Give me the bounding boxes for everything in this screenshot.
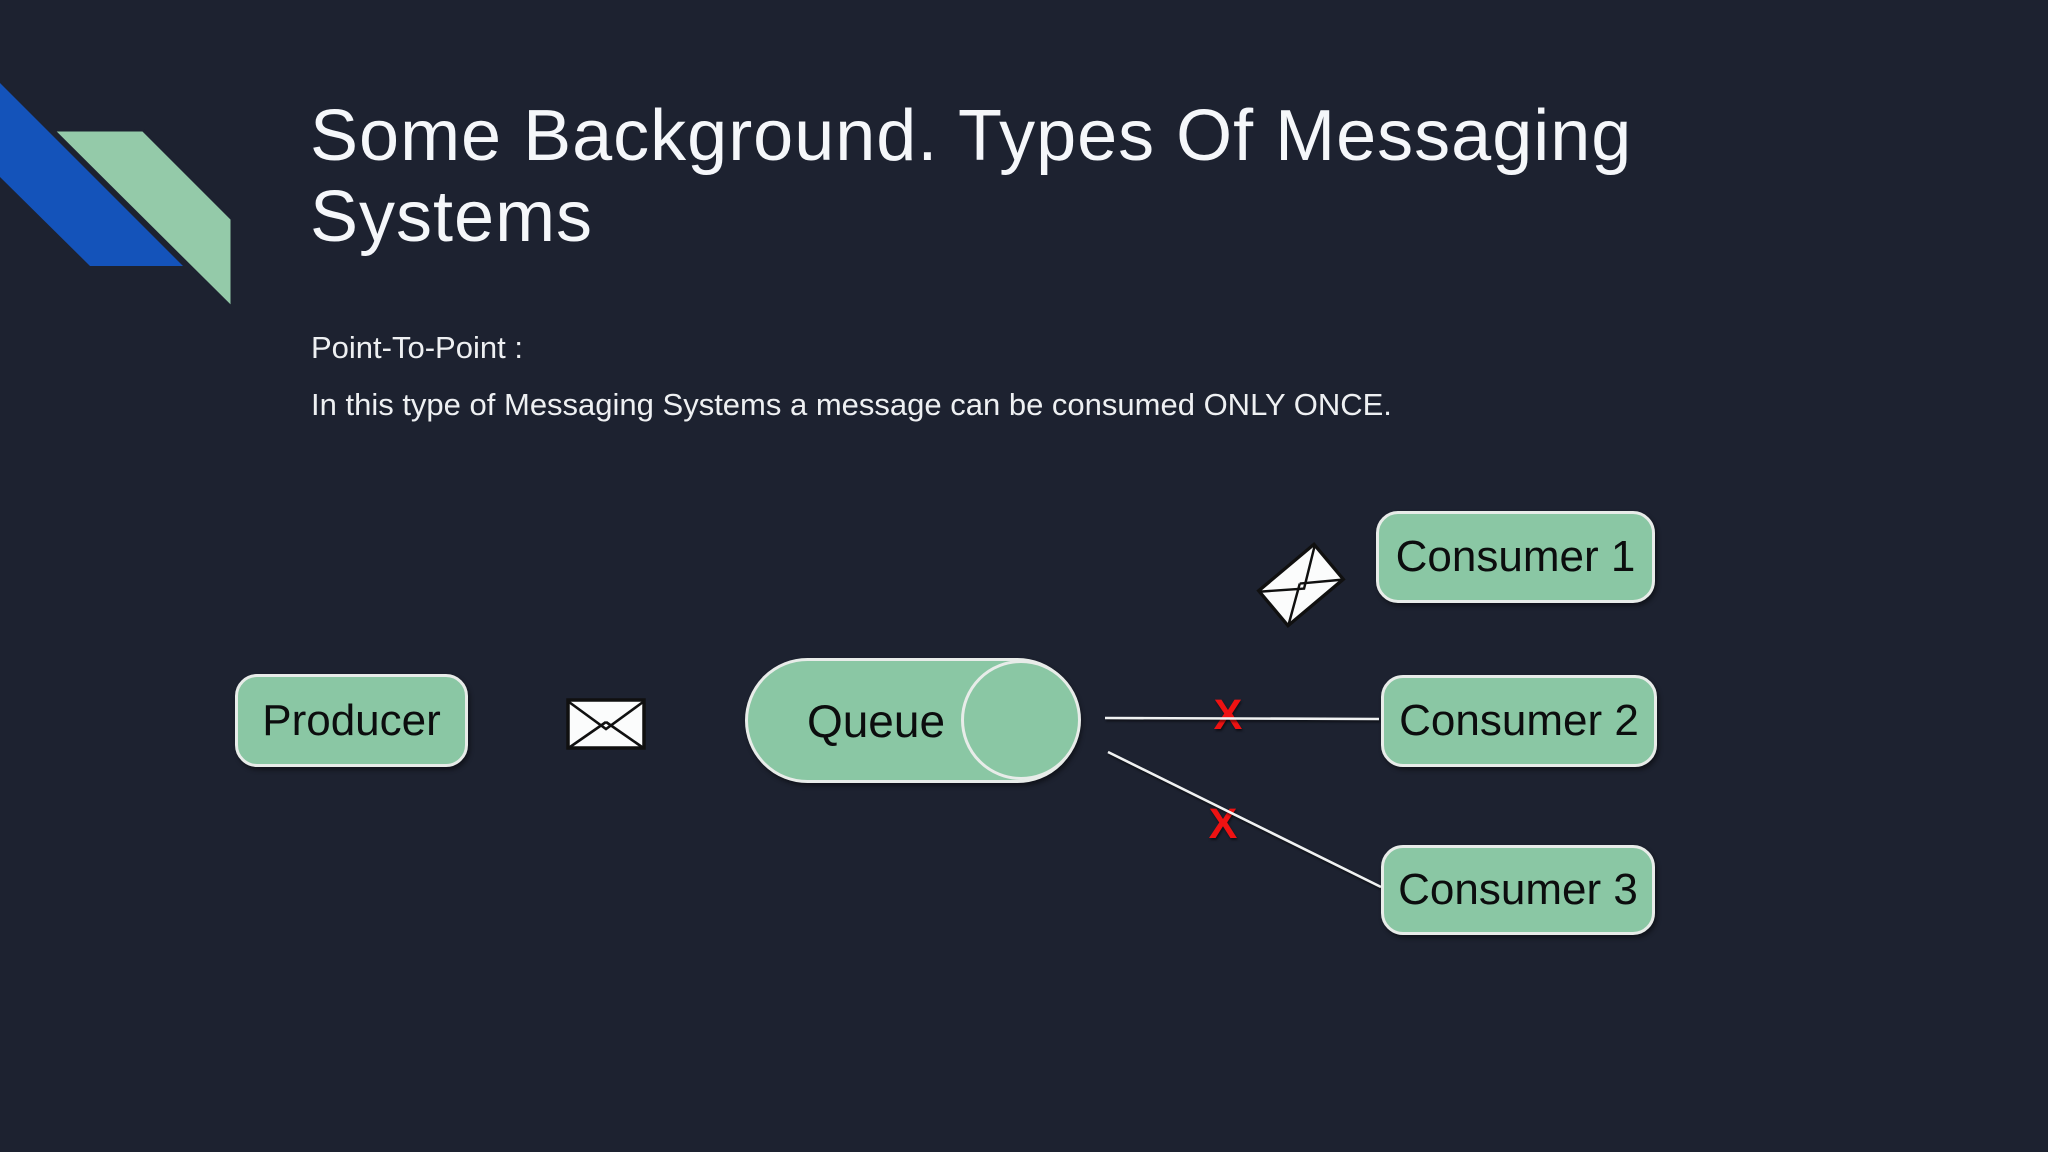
corner-ribbon-blue <box>0 83 183 266</box>
queue-label: Queue <box>806 694 946 747</box>
subtitle-point-to-point: Point-To-Point : <box>311 330 523 365</box>
consumer-node-2: Consumer 2 <box>1381 675 1657 767</box>
consumer-1-label: Consumer 1 <box>1395 532 1636 581</box>
corner-ribbon-green <box>49 128 234 312</box>
consumer-2-label: Consumer 2 <box>1399 696 1639 745</box>
envelope-icon-delivered <box>1256 541 1346 629</box>
queue-cylinder-cap <box>961 660 1081 780</box>
slide-title-line-1: Some Background. Types Of Messaging <box>310 96 1633 176</box>
blocked-x-consumer3: X <box>1208 800 1238 848</box>
slide-title-line-2: Systems <box>310 177 594 257</box>
corner-decoration <box>0 83 234 312</box>
consumer-3-label: Consumer 3 <box>1398 865 1638 914</box>
body-text: In this type of Messaging Systems a mess… <box>311 387 1392 422</box>
consumer-node-1: Consumer 1 <box>1376 511 1655 603</box>
slide-title: Some Background. Types Of Messaging Syst… <box>310 96 1760 258</box>
producer-node: Producer <box>235 674 468 767</box>
envelope-icon <box>566 698 646 750</box>
blocked-x-consumer2: X <box>1213 691 1243 739</box>
consumer-node-3: Consumer 3 <box>1381 845 1655 935</box>
producer-label: Producer <box>262 695 441 745</box>
